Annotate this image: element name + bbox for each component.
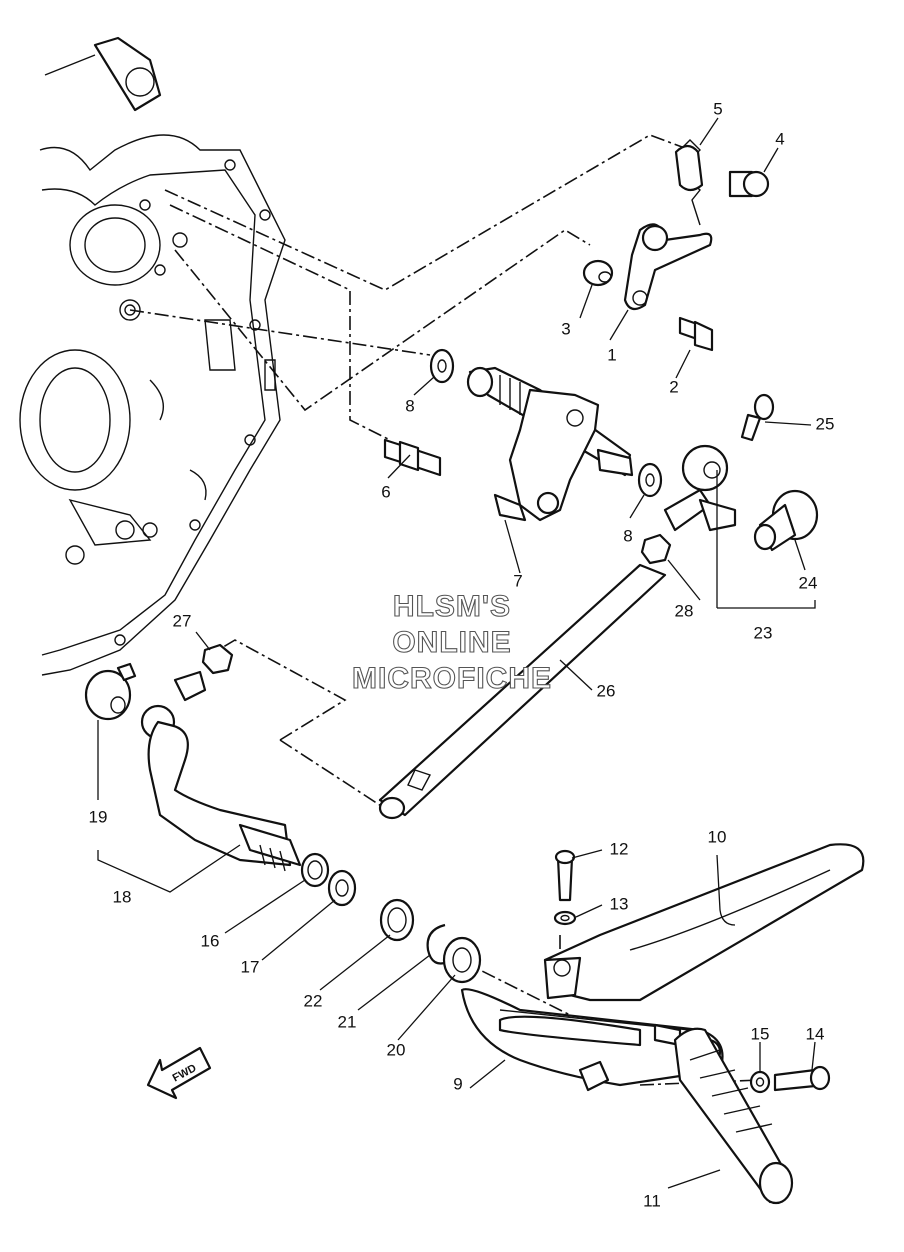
callout-28: 28 xyxy=(675,601,694,620)
callout-4: 4 xyxy=(775,129,784,148)
part-2-bolt xyxy=(678,316,714,352)
callout-24: 24 xyxy=(799,573,818,592)
watermark-line-3: MICROFICHE xyxy=(352,662,552,695)
part-16-circlip xyxy=(300,852,330,888)
callout-19: 19 xyxy=(89,807,108,826)
part-6-stud xyxy=(383,438,442,477)
callout-22: 22 xyxy=(304,991,323,1010)
part-12-bolt xyxy=(554,849,576,902)
callout-27: 27 xyxy=(173,611,192,630)
part-27-nut xyxy=(201,643,234,675)
part-3-collar xyxy=(582,259,614,287)
callout-16: 16 xyxy=(201,931,220,950)
callout-18: 18 xyxy=(113,887,132,906)
part-8-washers xyxy=(429,348,663,498)
part-7-shift-shaft xyxy=(466,366,634,522)
callout-8a: 8 xyxy=(405,396,414,415)
part-25-bolt xyxy=(740,393,775,442)
watermark: HLSM'S ONLINE MICROFICHE xyxy=(351,589,552,695)
callout-12: 12 xyxy=(610,839,629,858)
callout-11: 11 xyxy=(643,1191,661,1210)
callout-21: 21 xyxy=(338,1012,357,1031)
part-18-shift-arm xyxy=(140,670,302,872)
part-26-shift-rod xyxy=(378,563,667,820)
part-5-spring xyxy=(674,139,704,226)
part-13-washer xyxy=(553,910,577,926)
callout-7: 7 xyxy=(513,571,522,590)
callout-14: 14 xyxy=(806,1024,825,1043)
callout-10: 10 xyxy=(708,827,727,846)
crankcase xyxy=(19,36,286,676)
callout-6: 6 xyxy=(381,482,390,501)
callout-25: 25 xyxy=(816,414,835,433)
callout-15: 15 xyxy=(751,1024,770,1043)
callout-13: 13 xyxy=(610,894,629,913)
callout-1: 1 xyxy=(607,345,616,364)
part-28-nut xyxy=(640,533,672,565)
reference-lines xyxy=(129,134,761,1086)
part-9-lever xyxy=(460,988,724,1092)
part-11-rubber xyxy=(673,1027,794,1205)
callout-23: 23 xyxy=(754,623,773,642)
part-14-bolt xyxy=(773,1065,831,1092)
part-15-washer xyxy=(749,1070,771,1094)
callout-8b: 8 xyxy=(623,526,632,545)
part-21-circlip xyxy=(426,923,449,965)
callout-26: 26 xyxy=(597,681,616,700)
callout-17: 17 xyxy=(241,957,260,976)
callout-5: 5 xyxy=(713,99,722,118)
part-24-ball-joint xyxy=(753,489,819,552)
part-20-bush xyxy=(442,936,482,984)
watermark-line-1: HLSM'S xyxy=(393,590,511,623)
part-17-washer xyxy=(327,869,357,907)
callout-labels: 1 2 3 4 5 6 7 8 8 9 10 11 12 13 14 15 16… xyxy=(89,99,835,1210)
leader-lines xyxy=(97,117,816,1189)
callout-2: 2 xyxy=(669,377,678,396)
part-23-rod-end xyxy=(663,444,737,532)
fwd-arrow-icon: FWD xyxy=(146,1046,212,1100)
part-1-arm xyxy=(623,223,713,311)
part-22-seal xyxy=(379,898,415,942)
part-4-pin xyxy=(728,170,770,198)
watermark-line-2: ONLINE xyxy=(392,626,511,659)
part-10-lever xyxy=(543,843,865,1002)
part-19-ball-joint xyxy=(84,662,137,721)
callout-20: 20 xyxy=(387,1040,406,1059)
callout-3: 3 xyxy=(561,319,570,338)
callout-9: 9 xyxy=(453,1074,462,1093)
